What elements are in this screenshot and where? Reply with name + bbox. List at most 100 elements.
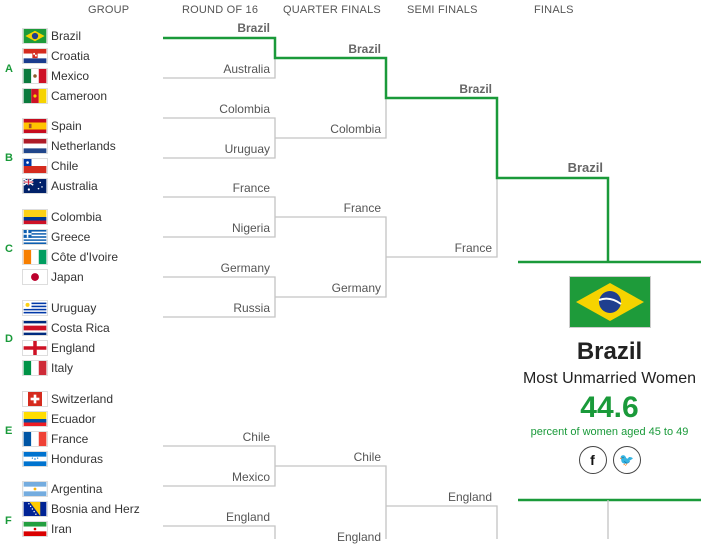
brazil-flag-icon <box>568 276 651 328</box>
team-name: Australia <box>51 179 98 193</box>
team-costa-rica[interactable]: Costa Rica <box>22 319 110 337</box>
r16-slot[interactable]: Mexico <box>231 470 270 484</box>
qf-slot[interactable]: Brazil <box>348 42 381 56</box>
team-cote-divoire[interactable]: Côte d'Ivoire <box>22 248 118 266</box>
honduras-flag-icon <box>22 451 48 467</box>
team-greece[interactable]: Greece <box>22 228 90 246</box>
team-colombia[interactable]: Colombia <box>22 208 102 226</box>
team-uruguay[interactable]: Uruguay <box>22 299 96 317</box>
group-letter-c: C <box>5 243 13 255</box>
uruguay-flag-icon <box>22 300 48 316</box>
colombia-flag-icon <box>22 209 48 225</box>
header-finals: FINALS <box>534 4 574 16</box>
team-france[interactable]: France <box>22 430 88 448</box>
team-name: Spain <box>51 119 82 133</box>
group-letter-e: E <box>5 425 13 437</box>
final-slot[interactable]: Brazil <box>567 160 603 175</box>
qf-slot[interactable]: Chile <box>353 450 381 464</box>
team-name: France <box>51 432 89 446</box>
team-name: Greece <box>51 230 91 244</box>
iran-flag-icon <box>22 521 48 537</box>
team-name: Uruguay <box>51 301 97 315</box>
header-round-of-16: ROUND OF 16 <box>182 4 259 16</box>
group-letter-a: A <box>5 63 13 75</box>
mexico-flag-icon <box>22 68 48 84</box>
team-ecuador[interactable]: Ecuador <box>22 410 96 428</box>
team-name: Italy <box>51 361 74 375</box>
team-name: Brazil <box>51 29 82 43</box>
r16-slot[interactable]: Uruguay <box>224 142 270 156</box>
team-name: England <box>51 341 96 355</box>
team-argentina[interactable]: Argentina <box>22 480 102 498</box>
netherlands-flag-icon <box>22 138 48 154</box>
argentina-flag-icon <box>22 481 48 497</box>
bosnia-flag-icon <box>22 501 48 517</box>
r16-slot[interactable]: Russia <box>233 301 270 315</box>
winner-value: 44.6 <box>580 391 639 424</box>
team-name: Croatia <box>51 49 90 63</box>
header-group: GROUP <box>88 4 130 16</box>
header-semi-finals: SEMI FINALS <box>407 4 478 16</box>
group-letter-f: F <box>5 515 12 527</box>
team-netherlands[interactable]: Netherlands <box>22 137 116 155</box>
ecuador-flag-icon <box>22 411 48 427</box>
cameroon-flag-icon <box>22 88 48 104</box>
team-name: Côte d'Ivoire <box>51 250 118 264</box>
qf-slot[interactable]: France <box>343 201 381 215</box>
team-australia[interactable]: Australia <box>22 177 98 195</box>
qf-slot[interactable]: Germany <box>331 281 381 295</box>
qf-slot[interactable]: England <box>336 530 381 544</box>
share-buttons: f 🐦 <box>518 446 701 474</box>
r16-slot[interactable]: Chile <box>242 430 270 444</box>
team-bosnia[interactable]: Bosnia and Herz <box>22 500 140 518</box>
team-iran[interactable]: Iran <box>22 520 72 538</box>
team-name: Cameroon <box>51 89 108 103</box>
winner-card: Brazil Most Unmarried Women 44.6 percent… <box>518 268 701 474</box>
team-name: Chile <box>51 159 79 173</box>
brazil-flag-icon <box>22 28 48 44</box>
team-croatia[interactable]: Croatia <box>22 47 90 65</box>
team-name: Mexico <box>51 69 90 83</box>
chile-flag-icon <box>22 158 48 174</box>
team-name: Costa Rica <box>51 321 110 335</box>
switzerland-flag-icon <box>22 391 48 407</box>
australia-flag-icon <box>22 178 48 194</box>
r16-slot[interactable]: Nigeria <box>231 221 270 235</box>
sf-slot[interactable]: France <box>454 241 492 255</box>
france-flag-icon <box>22 431 48 447</box>
team-brazil[interactable]: Brazil <box>22 27 81 45</box>
sf-slot[interactable]: Brazil <box>459 82 492 96</box>
team-england[interactable]: England <box>22 339 95 357</box>
team-name: Switzerland <box>51 392 114 406</box>
greece-flag-icon <box>22 229 48 245</box>
team-mexico[interactable]: Mexico <box>22 67 89 85</box>
team-italy[interactable]: Italy <box>22 359 73 377</box>
spain-flag-icon <box>22 118 48 134</box>
team-name: Colombia <box>51 210 102 224</box>
twitter-share-button[interactable]: 🐦 <box>612 446 641 474</box>
team-japan[interactable]: Japan <box>22 268 84 286</box>
r16-slot[interactable]: Germany <box>220 261 270 275</box>
team-honduras[interactable]: Honduras <box>22 450 103 468</box>
cote-divoire-flag-icon <box>22 249 48 265</box>
team-name: Ecuador <box>51 412 96 426</box>
qf-slot[interactable]: Colombia <box>330 122 381 136</box>
r16-slot[interactable]: Colombia <box>219 102 270 116</box>
team-switzerland[interactable]: Switzerland <box>22 390 113 408</box>
facebook-share-button[interactable]: f <box>578 446 607 474</box>
team-spain[interactable]: Spain <box>22 117 82 135</box>
sf-slot[interactable]: England <box>447 490 492 504</box>
r16-slot[interactable]: France <box>232 181 270 195</box>
r16-slot[interactable]: England <box>225 510 270 524</box>
team-name: Bosnia and Herz <box>51 502 140 516</box>
team-chile[interactable]: Chile <box>22 157 78 175</box>
r16-slot[interactable]: Australia <box>223 62 270 76</box>
winner-unit: percent of women aged 45 to 49 <box>530 426 689 438</box>
group-letter-d: D <box>5 333 13 345</box>
team-cameroon[interactable]: Cameroon <box>22 87 107 105</box>
team-name: Argentina <box>51 482 103 496</box>
team-name: Netherlands <box>51 139 116 153</box>
group-letter-b: B <box>5 152 13 164</box>
r16-slot[interactable]: Brazil <box>237 21 270 35</box>
